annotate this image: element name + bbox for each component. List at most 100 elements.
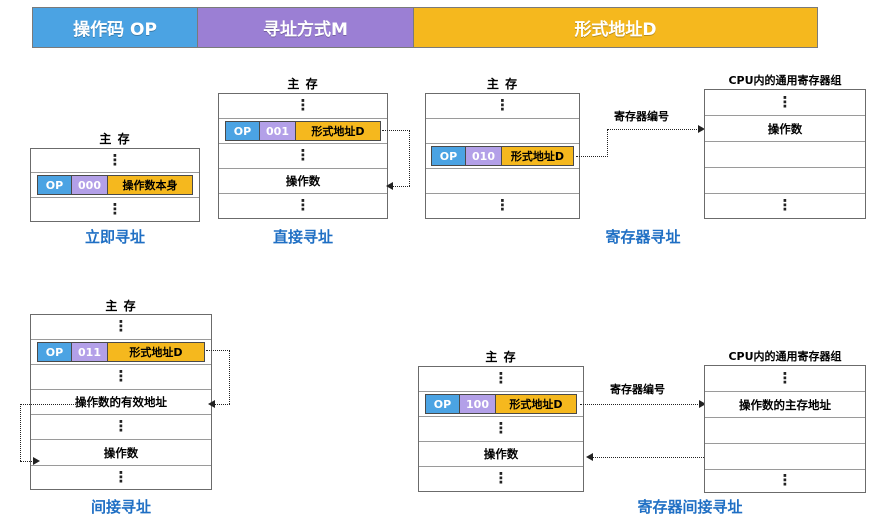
vertical-dots-icon <box>296 202 311 210</box>
memory-row-operand: 操作数 <box>219 169 387 194</box>
format-segment-opcode: 操作码 OP <box>33 8 198 47</box>
indirect-connector-into-operand <box>20 461 34 462</box>
vertical-dots-icon <box>114 323 129 331</box>
vertical-dots-icon <box>114 373 129 381</box>
direct-connector-top <box>382 130 410 131</box>
instruction-field-op: OP <box>426 395 460 413</box>
direct-memory-table: OP 001 形式地址D 操作数 <box>218 93 388 219</box>
register-connector-arrow <box>698 125 705 133</box>
direct-memory-title: 主 存 <box>287 77 319 91</box>
register-row <box>705 90 865 116</box>
caption-direct-addressing: 直接寻址 <box>272 228 333 246</box>
register-indirect-connector-bottom <box>592 457 786 458</box>
memory-row <box>31 315 211 340</box>
immediate-memory-title: 主 存 <box>99 132 131 146</box>
register-row-operand: 操作数 <box>705 116 865 142</box>
register-indirect-register-file-table: 操作数的主存地址 <box>704 365 866 493</box>
register-file-table: 操作数 <box>704 89 866 219</box>
indirect-connector-arrow-right <box>208 400 215 408</box>
memory-row-effective-address: 操作数的有效地址 <box>31 390 211 415</box>
instruction-field-mode: 000 <box>72 176 108 194</box>
register-connector-to-regfile <box>607 129 699 130</box>
indirect-connector-arrow-left <box>33 457 40 465</box>
instruction-field-address: 形式地址D <box>108 343 204 361</box>
memory-row <box>426 94 579 119</box>
memory-row <box>419 467 583 491</box>
indirect-connector-vertical-right <box>229 350 230 404</box>
memory-row-instruction: OP 011 形式地址D <box>31 340 211 365</box>
caption-register-addressing: 寄存器寻址 <box>605 228 681 246</box>
memory-row <box>31 415 211 440</box>
register-indirect-arrow-bottom <box>586 453 593 461</box>
memory-row <box>426 169 579 194</box>
register-number-label-top: 寄存器编号 <box>614 110 669 123</box>
instruction-immediate: OP 000 操作数本身 <box>37 175 193 195</box>
register-connector-vertical <box>607 129 608 157</box>
instruction-field-address: 形式地址D <box>502 147 573 165</box>
instruction-field-mode: 100 <box>460 395 496 413</box>
instruction-format-bar: 操作码 OP 寻址方式M 形式地址D <box>32 7 818 48</box>
memory-row <box>219 144 387 169</box>
memory-row <box>419 367 583 392</box>
instruction-field-mode: 011 <box>72 343 108 361</box>
vertical-dots-icon <box>108 157 123 165</box>
caption-register-indirect-addressing: 寄存器间接寻址 <box>637 498 743 516</box>
memory-row-instruction: OP 100 形式地址D <box>419 392 583 417</box>
indirect-connector-ea-out <box>20 404 100 405</box>
register-indirect-connector-top <box>580 404 700 405</box>
register-row <box>705 366 865 392</box>
vertical-dots-icon <box>495 202 510 210</box>
register-row <box>705 444 865 470</box>
instruction-field-mode: 010 <box>466 147 502 165</box>
caption-indirect-addressing: 间接寻址 <box>90 498 151 516</box>
register-indirect-arrow-top <box>699 400 706 408</box>
memory-row <box>219 194 387 218</box>
vertical-dots-icon <box>778 477 793 485</box>
vertical-dots-icon <box>495 102 510 110</box>
memory-row <box>31 149 199 173</box>
indirect-memory-table: OP 011 形式地址D 操作数的有效地址 操作数 <box>30 314 212 490</box>
memory-row-instruction: OP 001 形式地址D <box>219 119 387 144</box>
instruction-register-indirect: OP 100 形式地址D <box>425 394 577 414</box>
instruction-register: OP 010 形式地址D <box>431 146 574 166</box>
caption-immediate-addressing: 立即寻址 <box>84 228 145 246</box>
register-indirect-memory-table: OP 100 形式地址D 操作数 <box>418 366 584 492</box>
instruction-field-op: OP <box>38 176 72 194</box>
instruction-field-op: OP <box>226 122 260 140</box>
memory-row <box>426 119 579 144</box>
indirect-connector-into-ea <box>214 404 230 405</box>
instruction-field-op: OP <box>432 147 466 165</box>
memory-row <box>31 466 211 490</box>
vertical-dots-icon <box>296 102 311 110</box>
memory-row <box>419 417 583 442</box>
register-row <box>705 142 865 168</box>
direct-connector-arrow <box>386 182 393 190</box>
register-indirect-memory-title: 主 存 <box>485 350 517 364</box>
memory-row <box>219 94 387 119</box>
vertical-dots-icon <box>114 423 129 431</box>
indirect-connector-top <box>206 350 230 351</box>
direct-connector-vertical <box>409 130 410 186</box>
instruction-indirect: OP 011 形式地址D <box>37 342 205 362</box>
register-number-label-bottom: 寄存器编号 <box>610 383 665 396</box>
memory-row-instruction: OP 000 操作数本身 <box>31 173 199 198</box>
indirect-connector-vertical-left <box>20 404 21 461</box>
register-connector-from-instruction <box>576 156 608 157</box>
register-mode-memory-table: OP 010 形式地址D <box>425 93 580 219</box>
instruction-field-op: OP <box>38 343 72 361</box>
indirect-memory-title: 主 存 <box>105 299 137 313</box>
immediate-memory-table: OP 000 操作数本身 <box>30 148 200 222</box>
register-row <box>705 470 865 492</box>
direct-connector-bottom <box>392 186 410 187</box>
vertical-dots-icon <box>778 375 793 383</box>
register-row <box>705 194 865 218</box>
instruction-field-address: 形式地址D <box>296 122 380 140</box>
instruction-field-mode: 001 <box>260 122 296 140</box>
memory-row-instruction: OP 010 形式地址D <box>426 144 579 169</box>
register-mode-memory-title: 主 存 <box>486 77 519 91</box>
memory-row <box>31 365 211 390</box>
register-row <box>705 168 865 194</box>
memory-row <box>426 194 579 218</box>
instruction-field-address: 形式地址D <box>496 395 576 413</box>
vertical-dots-icon <box>494 375 509 383</box>
